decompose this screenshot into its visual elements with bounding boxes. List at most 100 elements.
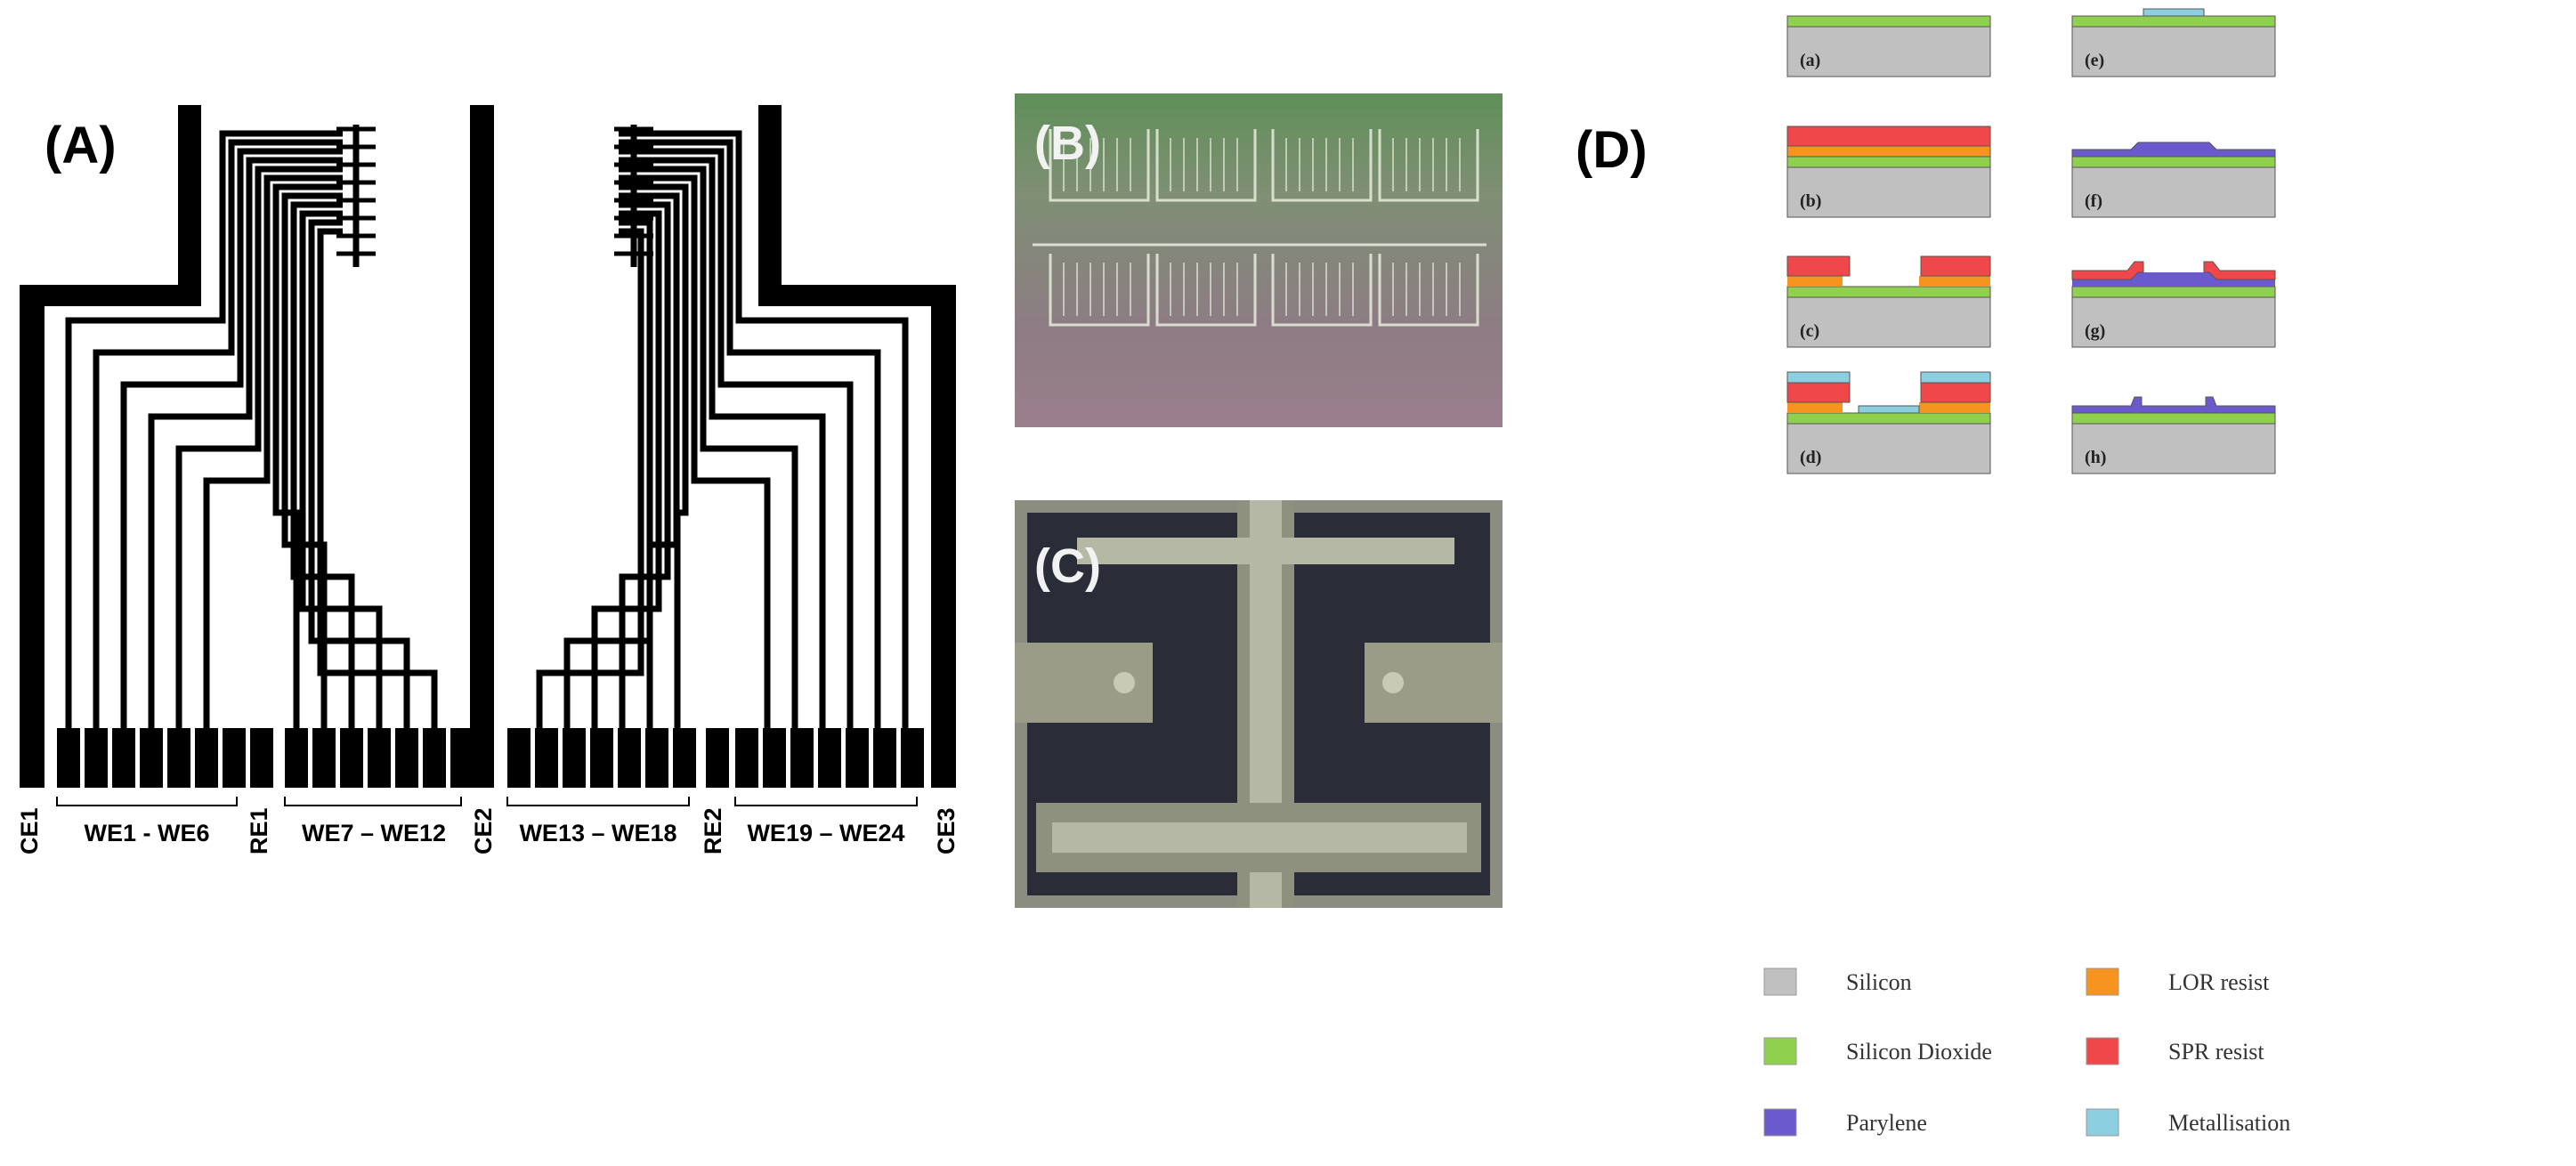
wafer-photo bbox=[1015, 93, 1503, 427]
label-we13-we18: WE13 – WE18 bbox=[519, 820, 676, 846]
legend-label: Parylene bbox=[1846, 1110, 1927, 1136]
legend-swatch bbox=[2086, 968, 2119, 996]
process-step-5: (e) bbox=[2071, 8, 2276, 77]
electrode-pad bbox=[618, 728, 641, 788]
legend-swatch bbox=[2086, 1108, 2119, 1137]
electrode-trace bbox=[619, 139, 881, 728]
electrode-trace bbox=[619, 183, 689, 728]
label-we19-we24: WE19 – WE24 bbox=[747, 820, 904, 846]
process-step-1: (a) bbox=[1786, 15, 1991, 77]
label-we1-we6: WE1 - WE6 bbox=[84, 820, 209, 846]
electrode-trace bbox=[65, 130, 343, 728]
process-step-label: (f) bbox=[2085, 191, 2102, 211]
electrode-pad bbox=[735, 728, 758, 788]
electrode-trace bbox=[619, 174, 771, 728]
counter-electrode-ce1 bbox=[20, 105, 201, 788]
electrode-pad bbox=[901, 728, 924, 788]
electrode-trace bbox=[317, 228, 438, 728]
fabrication-process-diagram: (a) (b) (c) (d) (e) (f) (g) (h) Silicon LOR resi… bbox=[1763, 8, 2290, 1137]
electrode-pad bbox=[140, 728, 163, 788]
process-step-label: (d) bbox=[1800, 448, 1821, 467]
label-re2: RE2 bbox=[700, 807, 726, 854]
legend-swatch bbox=[1763, 1037, 1797, 1065]
label-re1: RE1 bbox=[246, 807, 272, 854]
process-step-6: (f) bbox=[2071, 142, 2276, 218]
electrode-trace bbox=[175, 166, 343, 728]
electrode-pad bbox=[790, 728, 814, 788]
electrode-trace bbox=[619, 201, 671, 728]
electrode-pad bbox=[368, 728, 391, 788]
electrode-layout-diagram: CE1 WE1 - WE6 RE1 WE7 – WE12 CE2 WE13 – … bbox=[16, 105, 960, 854]
electrode-pad bbox=[535, 728, 558, 788]
electrode-pad bbox=[818, 728, 841, 788]
legend-label: Silicon Dioxide bbox=[1846, 1039, 1992, 1065]
electrode-pad bbox=[673, 728, 696, 788]
electrode-pad bbox=[285, 728, 308, 788]
process-step-8: (h) bbox=[2071, 396, 2276, 474]
process-step-label: (b) bbox=[1800, 191, 1821, 211]
electrode-pad bbox=[873, 728, 896, 788]
label-brackets bbox=[56, 797, 918, 806]
electrode-trace bbox=[619, 130, 909, 728]
electrode-trace bbox=[619, 148, 854, 728]
electrode-pad bbox=[763, 728, 786, 788]
electrode-trace bbox=[290, 201, 355, 728]
process-step-label: (g) bbox=[2085, 321, 2105, 341]
electrode-pad bbox=[450, 728, 474, 788]
panel-label-d: (D) bbox=[1576, 121, 1648, 179]
legend-label: Metallisation bbox=[2168, 1110, 2290, 1136]
electrode-pad bbox=[85, 728, 108, 788]
electrode-pad bbox=[645, 728, 668, 788]
counter-electrode-ce2 bbox=[470, 105, 494, 788]
process-step-2: (b) bbox=[1786, 126, 1991, 218]
legend-label: SPR resist bbox=[2168, 1039, 2264, 1065]
panel-label-b: (B) bbox=[1034, 117, 1101, 170]
electrode-pad bbox=[195, 728, 218, 788]
electrode-trace bbox=[619, 157, 826, 728]
legend-swatch bbox=[1763, 1108, 1797, 1137]
counter-electrode-ce3 bbox=[758, 105, 956, 788]
legend-swatch bbox=[2086, 1037, 2119, 1065]
process-step-7: (g) bbox=[2071, 261, 2276, 348]
microscope-photo bbox=[1015, 500, 1503, 908]
process-step-label: (a) bbox=[1800, 51, 1820, 70]
process-step-4: (d) bbox=[1786, 371, 1991, 474]
legend-swatch bbox=[1763, 968, 1797, 996]
electrode-trace bbox=[563, 219, 653, 728]
label-we7-we12: WE7 – WE12 bbox=[302, 820, 446, 846]
process-step-label: (e) bbox=[2085, 51, 2104, 70]
process-step-3: (c) bbox=[1786, 255, 1991, 348]
process-step-label: (c) bbox=[1800, 321, 1819, 341]
electrode-trace bbox=[619, 166, 798, 728]
electrode-pad bbox=[57, 728, 80, 788]
electrode-traces bbox=[65, 125, 909, 728]
electrode-pad bbox=[590, 728, 613, 788]
electrode-pad bbox=[563, 728, 586, 788]
electrode-pad bbox=[395, 728, 418, 788]
label-ce1: CE1 bbox=[16, 807, 43, 854]
electrode-trace bbox=[120, 148, 343, 728]
electrode-trace bbox=[299, 210, 383, 728]
electrode-pad bbox=[223, 728, 246, 788]
legend-label: Silicon bbox=[1846, 969, 1912, 995]
panel-label-a: (A) bbox=[45, 117, 117, 174]
electrode-pad bbox=[112, 728, 135, 788]
electrode-pad bbox=[312, 728, 336, 788]
electrode-pad bbox=[846, 728, 869, 788]
process-step-label: (h) bbox=[2085, 448, 2106, 467]
label-ce2: CE2 bbox=[470, 807, 497, 854]
electrode-trace bbox=[203, 174, 343, 728]
legend-label: LOR resist bbox=[2168, 969, 2270, 995]
reference-pad bbox=[706, 728, 729, 788]
electrode-pad bbox=[423, 728, 446, 788]
electrode-pad bbox=[507, 728, 531, 788]
electrode-trace bbox=[536, 228, 644, 728]
label-ce3: CE3 bbox=[933, 807, 960, 854]
electrode-trace bbox=[93, 139, 343, 728]
electrode-trace bbox=[272, 183, 343, 728]
electrode-pad bbox=[167, 728, 190, 788]
panel-label-c: (C) bbox=[1034, 539, 1101, 593]
electrode-pad bbox=[340, 728, 363, 788]
electrode-trace bbox=[591, 210, 662, 728]
